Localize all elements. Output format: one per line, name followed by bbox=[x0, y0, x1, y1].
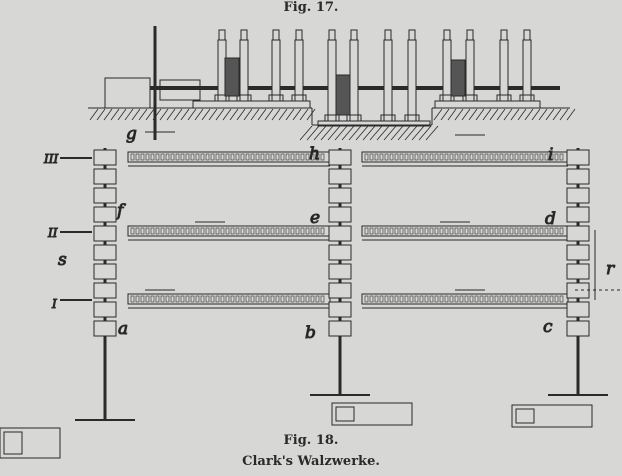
label-g: g bbox=[126, 124, 137, 144]
label-b: b bbox=[305, 323, 316, 343]
row-label-III: III bbox=[43, 152, 58, 166]
label-d: d bbox=[545, 209, 556, 229]
fig17-hatching bbox=[89, 108, 576, 141]
label-f: f bbox=[115, 201, 126, 221]
fig17-rolling-mill bbox=[104, 26, 560, 140]
label-e: e bbox=[310, 208, 320, 228]
figure-18-caption: Fig. 18. bbox=[283, 433, 339, 448]
label-r: r bbox=[606, 259, 615, 279]
label-c: c bbox=[543, 317, 553, 337]
row-label-II: II bbox=[47, 226, 58, 240]
figure-17-caption: Fig. 17. bbox=[283, 0, 339, 15]
row-label-I: I bbox=[51, 297, 57, 311]
figure-18-title: Clark's Walzwerke. bbox=[242, 454, 380, 469]
fig18-plan bbox=[0, 131, 622, 459]
label-s: s bbox=[58, 250, 67, 270]
label-i: i bbox=[548, 145, 553, 165]
label-a: a bbox=[118, 319, 128, 339]
label-h: h bbox=[309, 144, 320, 164]
